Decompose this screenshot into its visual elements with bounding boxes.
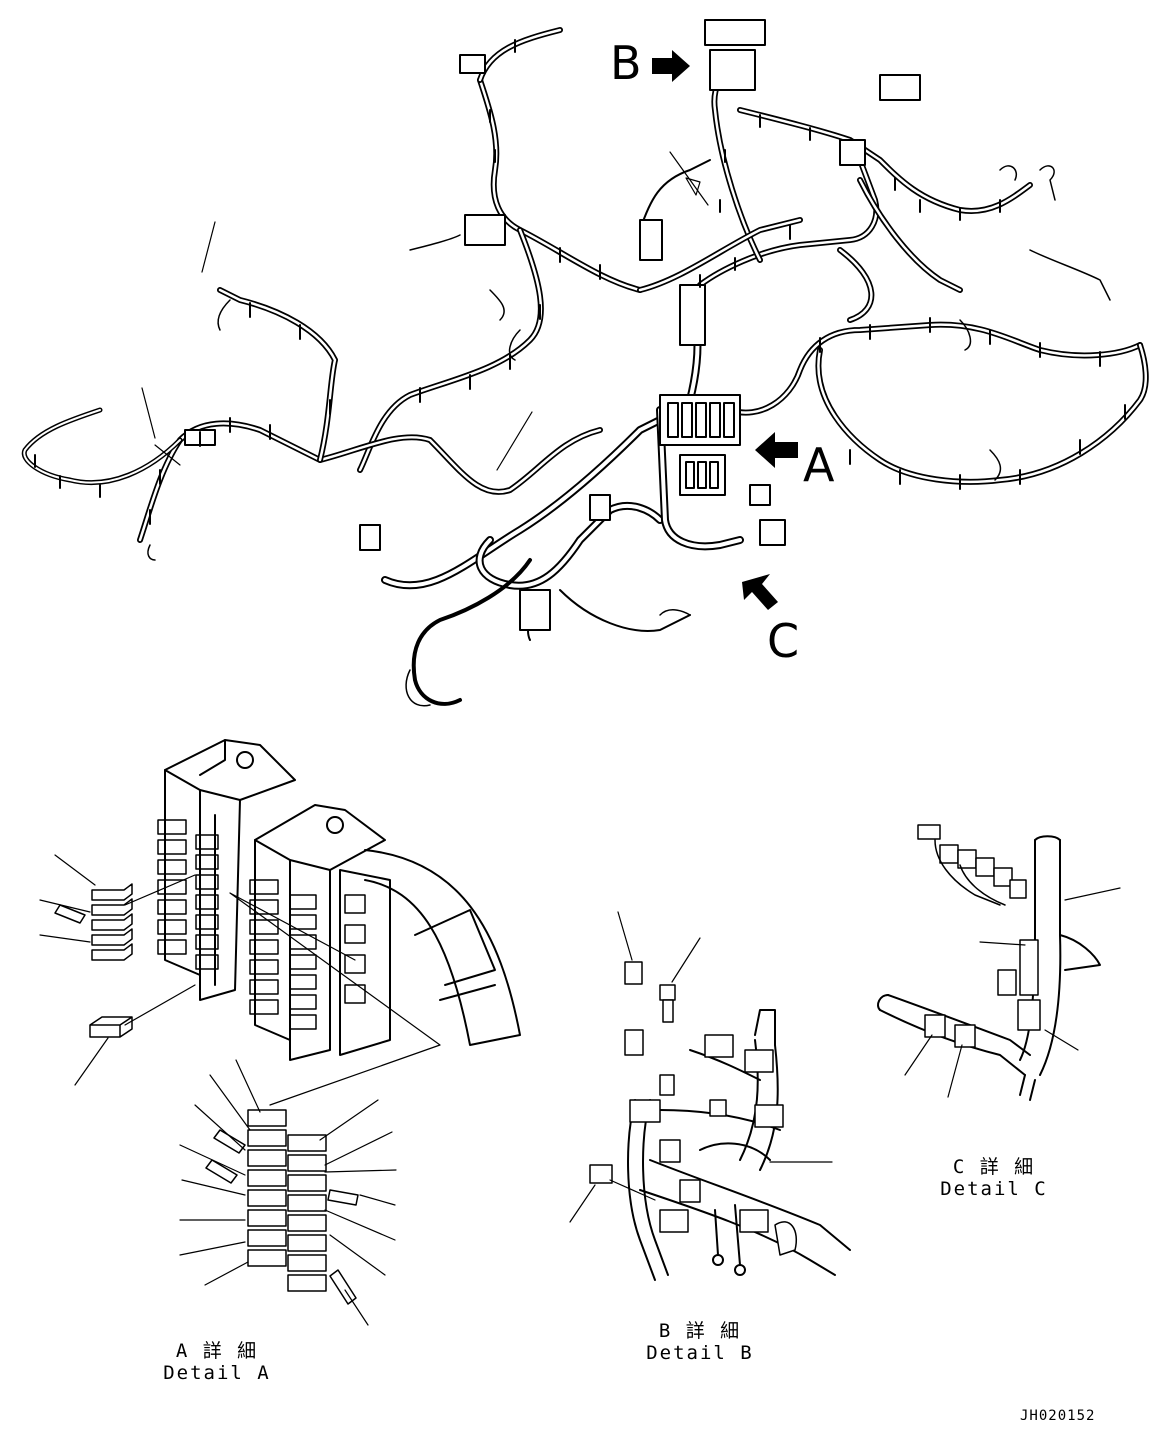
detail-b-caption-jp: B 詳 細: [658, 1320, 742, 1342]
detail-a-caption-en: Detail A: [163, 1362, 271, 1384]
arrow-left-icon: [755, 432, 798, 468]
detail-b-caption-en: Detail B: [646, 1342, 754, 1364]
detail-b-drawing: [569, 911, 851, 1281]
arrow-right-icon: [652, 50, 690, 82]
detail-a-caption-jp: A 詳 細: [175, 1340, 259, 1362]
drawing-code: JH020152: [1020, 1408, 1096, 1424]
main-harness: [21, 19, 1149, 707]
callout-a-label: A: [803, 438, 835, 492]
detail-c-drawing: [877, 824, 1121, 1101]
arrow-up-left-icon: [742, 574, 778, 610]
detail-a-drawing: [39, 739, 521, 1326]
callout-c-label: C: [767, 614, 800, 668]
callout-b-label: B: [610, 36, 642, 90]
detail-c-caption-en: Detail C: [940, 1178, 1048, 1200]
detail-c-caption-jp: C 詳 細: [952, 1156, 1036, 1178]
